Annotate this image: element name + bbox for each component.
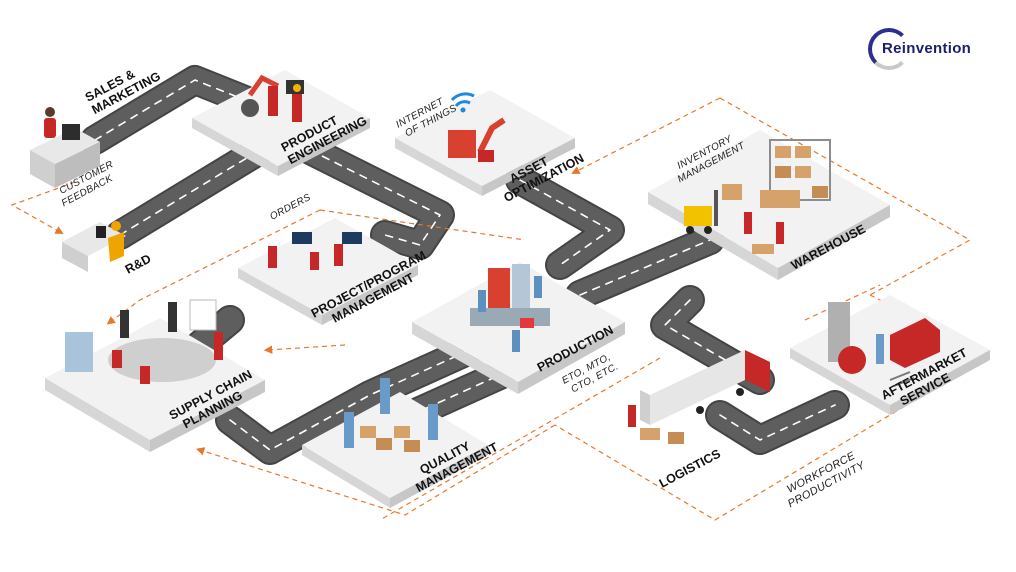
sales-worker-icon [44,107,80,140]
scene-illustrations [44,74,940,452]
warehouse-shelf-icon [760,139,831,208]
label-logistics: LOGISTICS [657,447,723,491]
warehouse-workers-icon [744,212,784,254]
annotation-workforce-productivity: WORKFORCE PRODUCTIVITY [780,448,868,510]
workforce-arrow [804,284,881,321]
project-to-supply-arrow [263,344,346,354]
inventory-loop [719,97,972,296]
supply-chain-meeting-icon [65,299,223,384]
production-return-arrow [195,424,556,516]
annotation-orders: ORDERS [268,192,313,223]
label-line: LOGISTICS [657,447,723,491]
reinvention-logo: Reinvention [868,28,988,74]
iot-wifi-icon [450,92,475,113]
iot-arrow [571,97,721,174]
label-rnd: R&D [123,252,153,277]
aftermarket-service-icon [828,302,940,387]
logo-text: Reinvention [880,40,972,57]
project-desk-icon [268,232,362,270]
rnd-worker-icon [96,221,124,262]
orders-arrow-right [319,209,526,241]
customer-feedback-arrow [10,181,76,235]
production-machine-icon [470,264,550,352]
quality-inspection-icon [344,378,438,452]
logistics-truck-icon [628,350,770,444]
forklift-icon [684,184,742,234]
label-line: R&D [123,252,153,277]
logo-ring-icon [868,28,910,70]
robot-arm-icon [241,74,304,122]
asset-robot-icon [448,117,506,162]
